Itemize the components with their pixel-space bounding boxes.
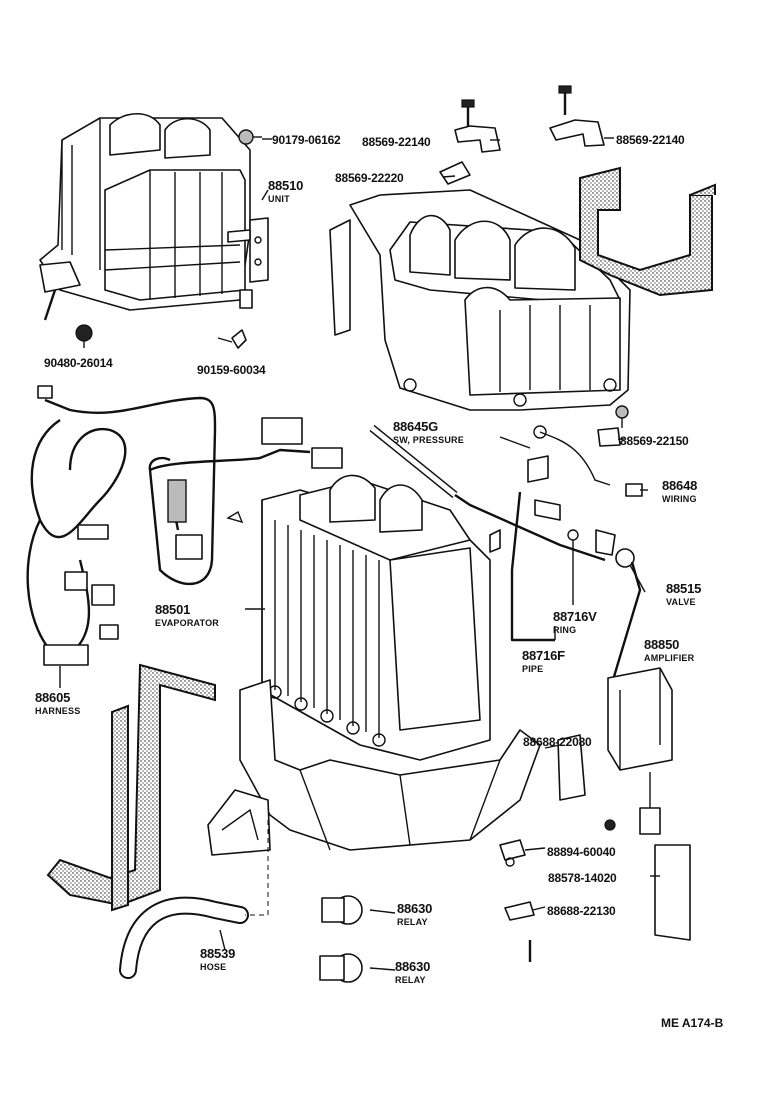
part-name: HARNESS — [35, 706, 81, 716]
part-name: HOSE — [200, 962, 227, 972]
part-number: 88716V — [553, 609, 597, 624]
part-name: PIPE — [522, 664, 544, 674]
evaporator-drawing — [261, 474, 491, 761]
part-label-88850: 88850 AMPLIFIER — [644, 637, 694, 663]
pipe-switch-drawing — [369, 424, 643, 691]
part-number: 88605 — [35, 690, 71, 705]
part-number: 88539 — [200, 946, 236, 961]
part-number: 90179-06162 — [272, 133, 341, 147]
part-label-88688-22130: 88688-22130 — [547, 903, 616, 919]
part-label-88630-b: 88630 RELAY — [395, 959, 430, 985]
part-number: 88630 — [397, 901, 433, 916]
part-number: 88510 — [268, 178, 304, 193]
part-name: RELAY — [397, 917, 428, 927]
harness-drawing — [26, 385, 343, 666]
amplifier-drawing — [557, 667, 691, 941]
lower-case-drawing — [207, 679, 541, 856]
leader-lines — [59, 137, 660, 971]
hose-drawing — [119, 820, 269, 979]
part-label-88605: 88605 HARNESS — [35, 690, 80, 716]
part-number: 88688-22130 — [547, 904, 616, 918]
part-number: 88569-22150 — [620, 434, 689, 448]
part-name: SW, PRESSURE — [393, 435, 464, 445]
part-label-88645g: 88645G SW, PRESSURE — [393, 419, 464, 445]
small-parts-drawing — [319, 839, 535, 983]
part-number: 88578-14020 — [548, 871, 617, 885]
part-number: 88850 — [644, 637, 680, 652]
part-number: 90159-60034 — [197, 363, 266, 377]
part-number: 88515 — [666, 581, 702, 596]
part-number: 88569-22140 — [616, 133, 685, 147]
part-label-88569-22220: 88569-22220 — [335, 170, 404, 186]
diagram-reference-code: ME A174-B — [661, 1016, 724, 1030]
part-label-88716v: 88716V RING — [553, 609, 597, 635]
part-label-90159-60034: 90159-60034 — [197, 362, 266, 378]
part-number: 88688-22080 — [523, 735, 592, 749]
part-name: WIRING — [662, 494, 697, 504]
part-name: UNIT — [268, 194, 290, 204]
part-number: 88648 — [662, 478, 698, 493]
seal-strips-drawing — [46, 663, 216, 912]
part-number: 88645G — [393, 419, 439, 434]
part-number: 90480-26014 — [44, 356, 113, 370]
part-label-90179-06162: 90179-06162 — [272, 132, 341, 148]
part-label-88539: 88539 HOSE — [200, 946, 235, 972]
part-number: 88894-60040 — [547, 845, 616, 859]
part-label-88569-22150: 88569-22150 — [620, 433, 689, 449]
part-number: 88501 — [155, 602, 191, 617]
part-label-88688-22080: 88688-22080 — [523, 734, 592, 750]
part-number: 88569-22140 — [362, 135, 431, 149]
part-label-88578-14020: 88578-14020 — [548, 870, 617, 886]
part-label-88515: 88515 VALVE — [666, 581, 701, 607]
part-name: AMPLIFIER — [644, 653, 695, 663]
clip-parts-drawing — [439, 85, 605, 185]
part-number: 88569-22220 — [335, 171, 404, 185]
part-number: 88716F — [522, 648, 565, 663]
part-label-90480-26014: 90480-26014 — [44, 355, 113, 371]
part-label-88510: 88510 UNIT — [268, 178, 303, 204]
housing-case-drawing — [329, 166, 716, 428]
part-name: RELAY — [395, 975, 426, 985]
part-label-88648: 88648 WIRING — [662, 478, 697, 504]
part-name: EVAPORATOR — [155, 618, 220, 628]
part-label-88630-a: 88630 RELAY — [397, 901, 432, 927]
part-label-88716f: 88716F PIPE — [522, 648, 565, 674]
part-label-88569-22140-a: 88569-22140 — [362, 134, 431, 150]
part-name: RING — [553, 625, 577, 635]
part-label-88569-22140-b: 88569-22140 — [616, 132, 685, 148]
part-label-88501: 88501 EVAPORATOR — [155, 602, 219, 628]
cooling-unit-assembly-drawing — [39, 113, 269, 349]
part-number: 88630 — [395, 959, 431, 974]
part-name: VALVE — [666, 597, 696, 607]
part-label-88894-60040: 88894-60040 — [547, 844, 616, 860]
